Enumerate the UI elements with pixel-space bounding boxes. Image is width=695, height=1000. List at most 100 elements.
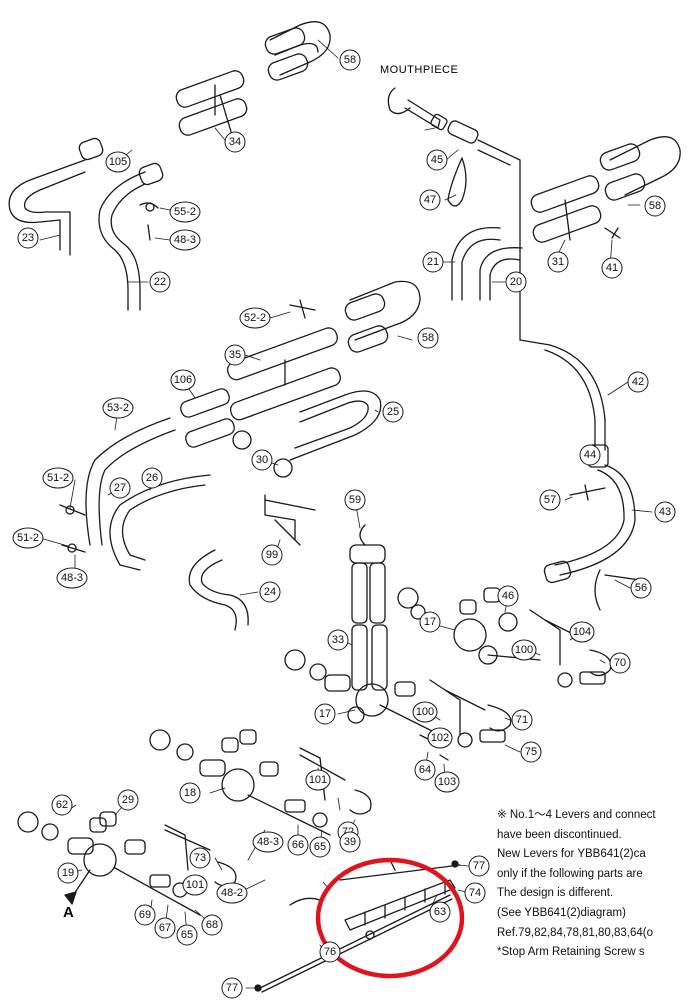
callout-number: 76	[324, 946, 336, 958]
tube-58-right	[599, 136, 681, 201]
callout-circle	[216, 882, 248, 904]
callout-number: 59	[349, 494, 361, 506]
callout-100: 100	[511, 639, 537, 661]
callout-number: 39	[344, 836, 356, 848]
callout-number: 67	[159, 922, 171, 934]
callout-18: 18	[179, 782, 201, 804]
callout-106: 106	[170, 369, 196, 391]
callout-circle	[427, 727, 453, 749]
callout-73: 73	[189, 847, 211, 869]
callout-number: 17	[319, 708, 331, 720]
callout-51-2: 51-2	[12, 527, 44, 549]
callout-number: 58	[344, 54, 356, 66]
note-line: have been discontinued.	[497, 828, 622, 841]
valve-19	[17, 811, 146, 905]
callout-circle	[417, 327, 439, 349]
callout-19: 19	[57, 862, 79, 884]
callout-number: 51-2	[47, 472, 69, 484]
callout-circle	[429, 901, 451, 923]
callout-77: 77	[468, 855, 490, 877]
part-55-2	[139, 202, 159, 241]
callout-23: 23	[17, 227, 39, 249]
callout-number: 34	[229, 136, 241, 148]
callout-58: 58	[644, 195, 666, 217]
callout-circle	[505, 271, 527, 293]
note-line: only if the following parts are	[497, 867, 643, 880]
callout-circle	[309, 836, 331, 858]
callout-42: 42	[627, 371, 649, 393]
callout-number: 53-2	[107, 402, 129, 414]
callout-number: 62	[56, 799, 68, 811]
callout-67: 67	[154, 917, 176, 939]
callout-number: 101	[309, 774, 327, 786]
callout-number: 74	[469, 887, 481, 899]
part-56	[594, 569, 641, 611]
note-line: (See YBB641(2)diagram)	[497, 906, 626, 919]
callout-69: 69	[134, 904, 156, 926]
callout-20: 20	[505, 271, 527, 293]
note-line: ※ No.1〜4 Levers and connect	[497, 809, 656, 821]
callout-circle	[464, 882, 486, 904]
valve-18	[149, 729, 279, 802]
callout-circle	[419, 189, 441, 211]
callout-circle	[412, 701, 438, 723]
callout-circle	[179, 782, 201, 804]
callout-43: 43	[654, 501, 676, 523]
callout-circle	[102, 397, 134, 419]
callout-circle	[239, 307, 271, 329]
callout-number: 102	[431, 732, 449, 744]
callout-68: 68	[201, 914, 223, 936]
mouthpiece	[387, 87, 448, 131]
callout-35: 35	[224, 344, 246, 366]
callout-29: 29	[117, 789, 139, 811]
tube-43	[543, 464, 636, 584]
callout-circle	[134, 904, 156, 926]
callout-64: 64	[414, 759, 436, 781]
tube-31	[530, 175, 621, 243]
callout-circle	[422, 251, 444, 273]
tube-59	[349, 524, 386, 624]
callout-33: 33	[327, 629, 349, 651]
callout-number: 22	[154, 276, 166, 288]
callout-number: 58	[422, 332, 434, 344]
callout-number: 51-2	[17, 532, 39, 544]
lever-71	[429, 679, 512, 748]
callout-102: 102	[427, 727, 453, 749]
callout-48-2: 48-2	[216, 882, 248, 904]
highlight-circle	[315, 857, 465, 979]
callout-circle	[189, 847, 211, 869]
callout-number: 30	[256, 454, 268, 466]
callout-circle	[319, 941, 341, 963]
callout-number: 58	[649, 200, 661, 212]
callout-number: 48-3	[174, 234, 196, 246]
callout-27: 27	[109, 477, 131, 499]
callout-number: 52-2	[244, 312, 266, 324]
callout-105: 105	[105, 151, 131, 173]
part-57	[569, 484, 606, 501]
callout-circle	[601, 257, 623, 279]
callout-circle	[579, 444, 601, 466]
callout-58: 58	[417, 327, 439, 349]
callout-number: 100	[515, 644, 533, 656]
callout-circle	[630, 577, 652, 599]
callout-number: 106	[174, 374, 192, 386]
callout-48-3: 48-3	[56, 567, 88, 589]
callout-41: 41	[601, 257, 623, 279]
callout-circle	[547, 251, 569, 273]
callout-63: 63	[429, 901, 451, 923]
callout-circle	[609, 652, 631, 674]
callout-55-2: 55-2	[169, 201, 201, 223]
callout-22: 22	[149, 271, 171, 293]
callout-47: 47	[419, 189, 441, 211]
callout-62: 62	[51, 794, 73, 816]
callout-number: 29	[122, 794, 134, 806]
part-52-2	[289, 299, 316, 319]
callout-circle	[57, 862, 79, 884]
callout-77: 77	[221, 977, 243, 999]
note-line: The design is different.	[497, 887, 614, 900]
callout-76: 76	[319, 941, 341, 963]
tube-22	[98, 171, 146, 311]
callout-number: 27	[114, 482, 126, 494]
callout-number: 24	[264, 586, 276, 598]
